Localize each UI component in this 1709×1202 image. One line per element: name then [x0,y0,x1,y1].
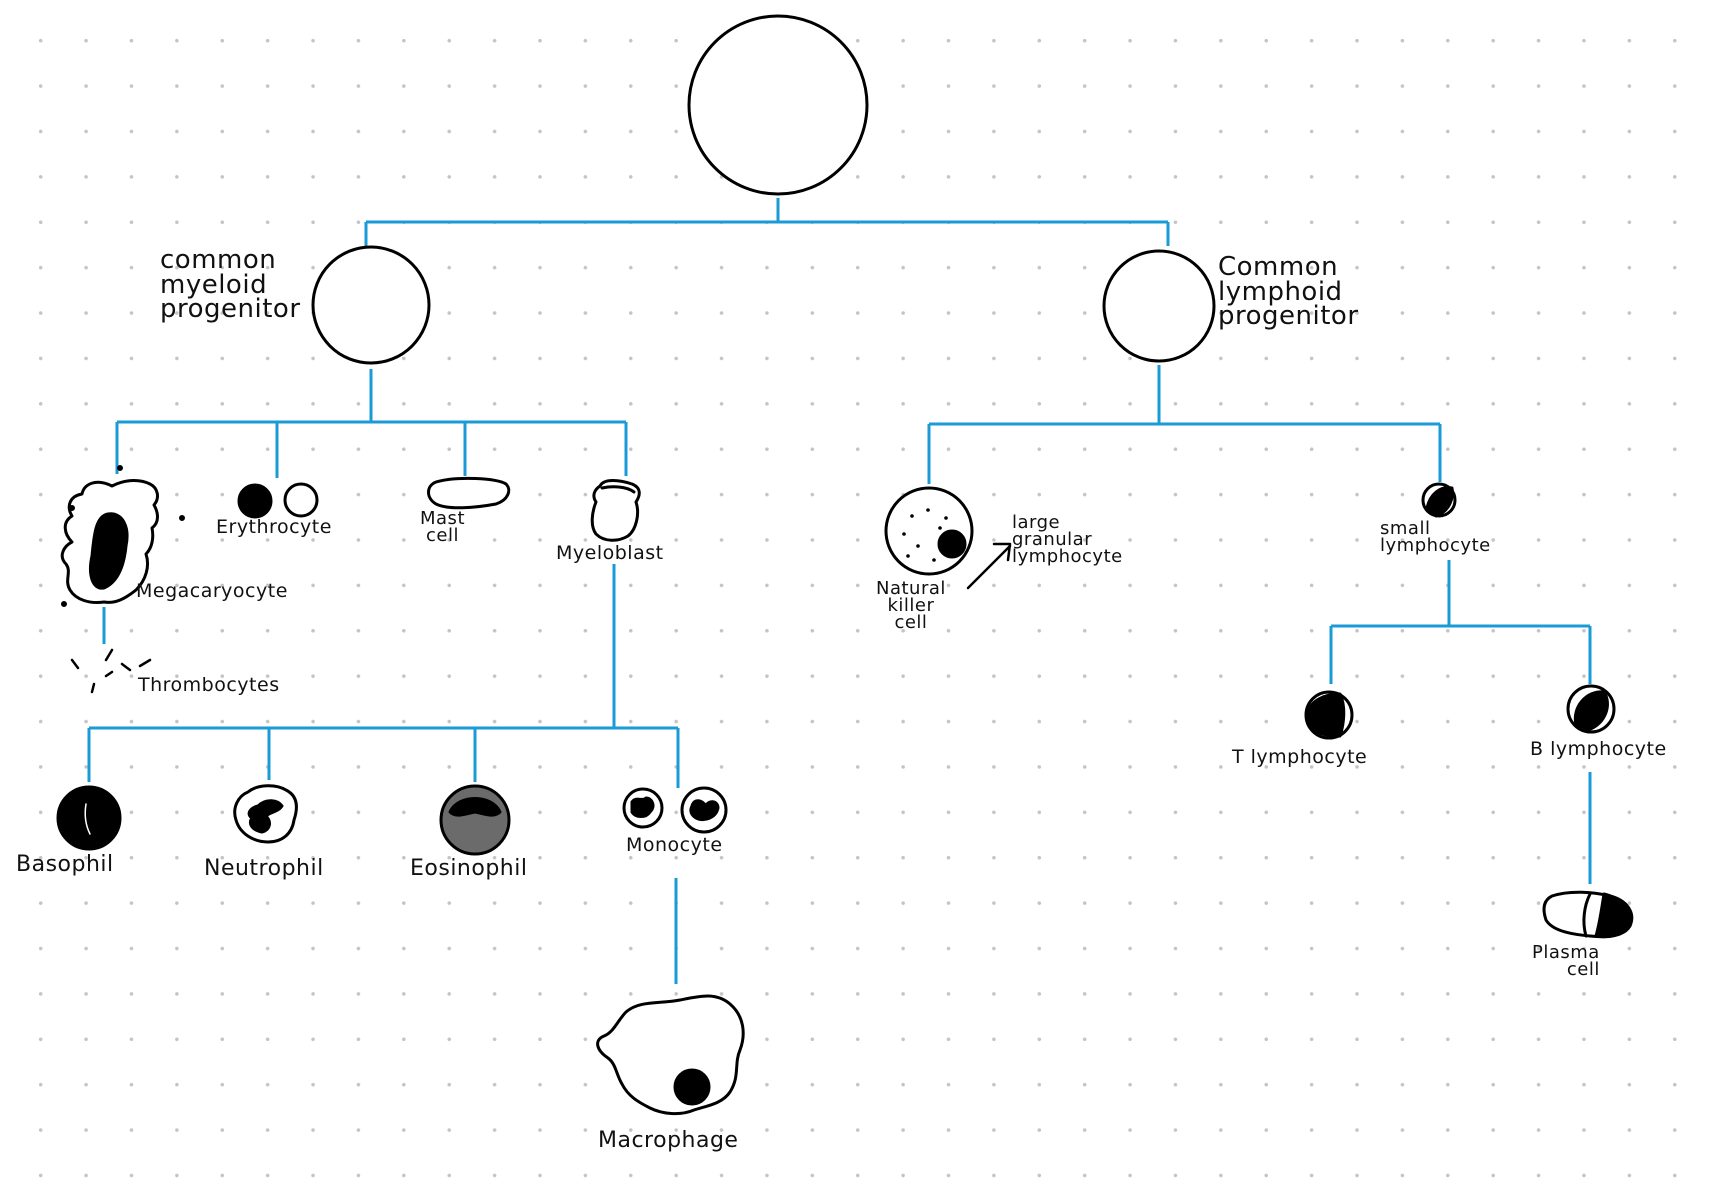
monocyte-cell-left [622,787,664,829]
label-megakaryocyte: Megacaryocyte [136,580,288,602]
monocyte-cell-right [680,786,728,834]
small-lymphocyte-cell [1421,482,1457,518]
connector-myeloid [115,369,628,478]
connector-lymphoid [927,365,1442,484]
label-plasma-cell: Plasma cell [1532,942,1600,981]
label-large-granular-lymphocyte: large granular lymphocyte [1012,512,1123,568]
common-myeloid-progenitor-cell [311,245,431,365]
cells [56,14,1634,1116]
connector-myeloblast [87,564,680,788]
label-mast-cell: Mast cell [420,508,465,547]
eosinophil-cell [439,784,511,856]
t-lymphocyte-cell [1304,690,1354,740]
label-myeloblast: Myeloblast [556,542,664,564]
natural-killer-cell [884,486,974,576]
mast-cell [427,476,511,510]
basophil-cell [56,785,122,851]
erythrocyte-cell [283,482,319,518]
label-neutrophil: Neutrophil [204,856,324,881]
label-common-myeloid-progenitor: common myeloid progenitor [160,245,301,325]
macrophage-cell [596,994,745,1116]
b-lymphocyte-cell [1566,684,1616,734]
label-t-lymphocyte: T lymphocyte [1232,746,1368,768]
erythrocyte-precursor-cell [237,483,273,519]
label-eosinophil: Eosinophil [410,856,528,881]
connector-small-lymphocyte [1329,560,1592,684]
myeloblast-cell [590,479,641,542]
common-lymphoid-progenitor-cell [1102,249,1216,363]
thrombocytes-fragments [70,648,152,694]
label-macrophage: Macrophage [598,1128,739,1153]
connector-lines [87,198,1592,984]
megakaryocyte-cell [60,465,185,607]
label-erythrocyte: Erythrocyte [216,516,332,538]
label-natural-killer-cell: Natural killer cell [876,578,946,634]
label-b-lymphocyte: B lymphocyte [1530,738,1667,760]
label-small-lymphocyte: small lymphocyte [1380,518,1491,557]
stem-cell [687,14,869,196]
label-common-lymphoid-progenitor: Common lymphoid progenitor [1218,252,1359,332]
connector-root [364,198,1170,246]
plasma-cell [1542,890,1634,939]
label-basophil: Basophil [16,852,114,877]
label-monocyte: Monocyte [626,834,723,856]
label-thrombocytes: Thrombocytes [138,674,280,696]
neutrophil-cell [233,784,298,844]
nk-arrow [966,542,1012,590]
